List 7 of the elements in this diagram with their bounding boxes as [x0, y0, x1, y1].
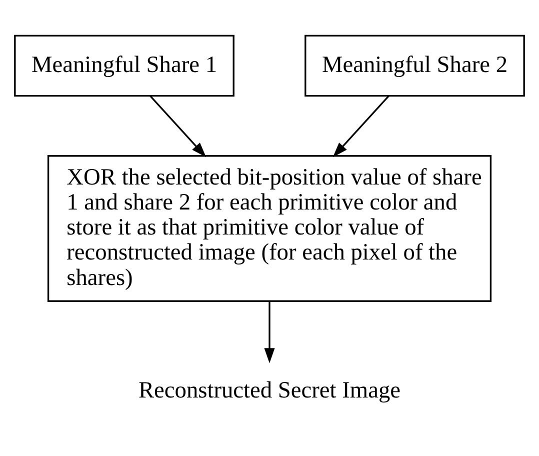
arrow: [264, 301, 275, 363]
node-box: XOR the selected bit-position value of share 1 and share 2 for each primitive color and store it as that primitive color value of reconstructed image (for each pixel of the shares): [47, 154, 492, 302]
arrow: [150, 94, 206, 157]
node-text: Reconstructed Secret Image: [138, 376, 401, 403]
node-box: Meaningful Share 1: [14, 34, 234, 96]
node-box: Meaningful Share 2: [304, 34, 525, 96]
arrow: [332, 94, 390, 157]
